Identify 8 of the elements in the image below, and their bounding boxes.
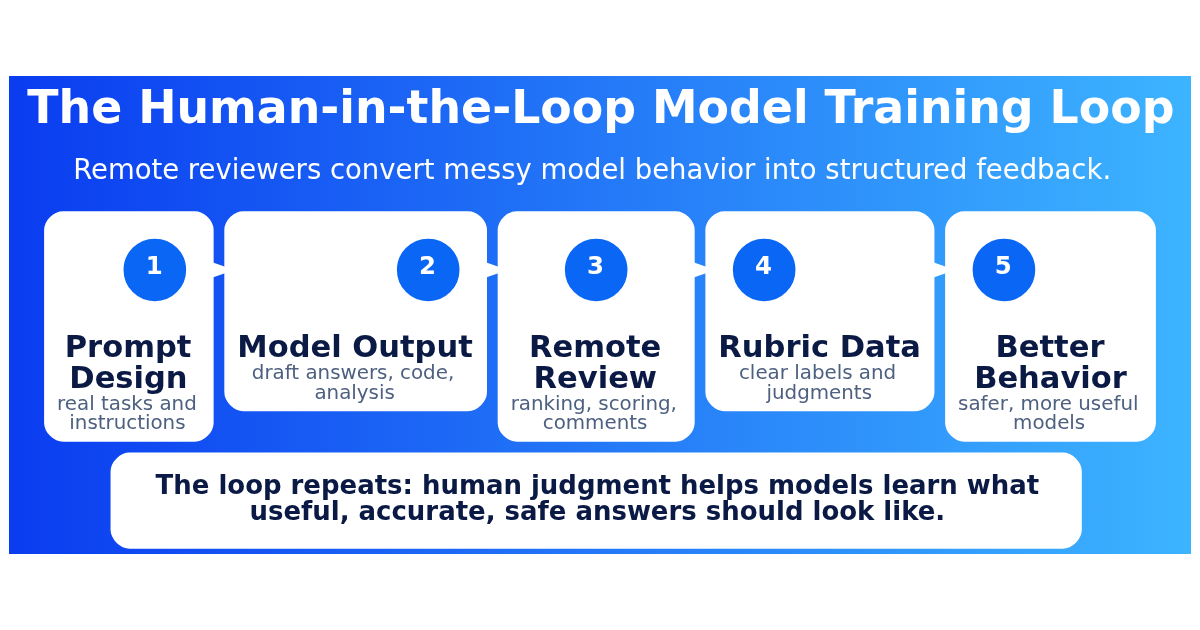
- node-circle: 4: [732, 238, 796, 302]
- node-circle: 1: [123, 238, 187, 302]
- node-circle: 5: [972, 238, 1036, 302]
- node-circle: 3: [564, 238, 628, 302]
- label: Remote reviewers convert messy model behavior into structured feedback.: [73, 152, 1112, 185]
- diagram-title: The Human-in-the-Loop Model Training Loop: [27, 80, 1175, 135]
- node-box: The loop repeats: human judgment helps models learn what useful, accurate, safe answers should look like.: [110, 452, 1082, 549]
- node-circle: 2: [396, 238, 460, 302]
